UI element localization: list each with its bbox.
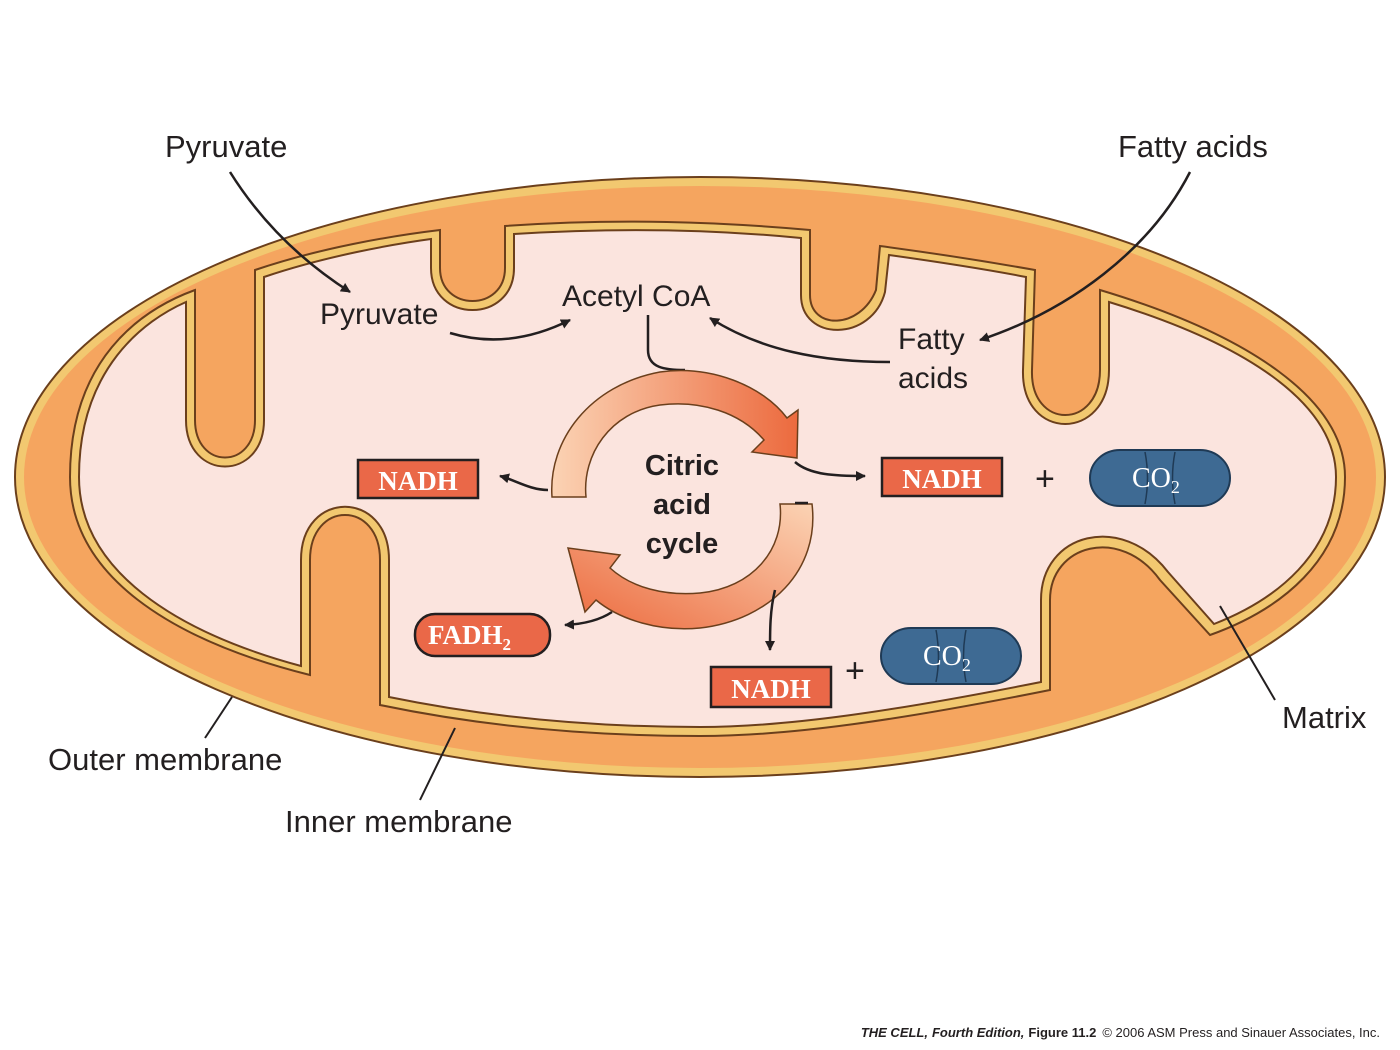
co2-right-notch — [1144, 451, 1176, 505]
nadh-left-label: NADH — [378, 466, 458, 496]
nadh-left-arrow — [499, 473, 549, 492]
fatty-acids-outside-label: Fatty acids — [1118, 129, 1268, 164]
cycle-arrow-bottom — [566, 503, 814, 630]
pyruvate-outside-label: Pyruvate — [165, 129, 287, 164]
plus-bottom: + — [845, 652, 865, 690]
fadh2: FADH2 — [413, 612, 552, 658]
fadh2-box — [413, 612, 552, 658]
fadh2-label: FADH2 — [428, 620, 511, 654]
pyruvate-entry-arrow — [228, 171, 351, 294]
nadh-right-label: NADH — [902, 464, 982, 494]
co2-bottom-blob — [880, 627, 1022, 685]
plus-right: + — [1035, 460, 1055, 498]
matrix-shape — [77, 229, 1338, 729]
fatty-acids-to-acetyl-arrow — [709, 316, 891, 364]
cycle-label-line1: Citric — [645, 450, 719, 482]
citric-acid-cycle: Citric acid cycle — [551, 369, 814, 630]
co2-bottom-notch — [935, 629, 967, 683]
cycle-arrow-top — [551, 369, 799, 498]
matrix-leader — [1219, 605, 1276, 701]
pyruvate-to-acetyl-arrow — [449, 318, 571, 341]
cycle-label-line3: cycle — [646, 528, 719, 560]
nadh-bottom-label: NADH — [731, 674, 811, 704]
fadh2-arrow — [564, 610, 613, 630]
nadh-right-box — [880, 456, 1004, 498]
mitochondrion — [14, 176, 1386, 778]
acetyl-coa-label: Acetyl CoA — [562, 280, 710, 313]
co2-bottom: CO2 — [880, 627, 1022, 685]
fatty-acids-entry-arrow — [979, 171, 1192, 342]
figure-credit: THE CELL,Fourth Edition,Figure 11.2© 200… — [861, 1025, 1380, 1040]
co2-right: CO2 — [1089, 449, 1231, 507]
inner-membrane-label: Inner membrane — [285, 804, 512, 839]
fatty-acids-inside-label-line1: Fatty — [898, 323, 965, 356]
nadh-right: NADH — [880, 456, 1004, 498]
nadh-left: NADH — [356, 458, 480, 500]
nadh-bottom-box — [709, 665, 833, 709]
nadh-bottom-arrow — [765, 589, 777, 651]
nadh-right-arrow — [794, 461, 866, 481]
nadh-left-box — [356, 458, 480, 500]
cycle-label-line2: acid — [653, 489, 711, 521]
nadh-bottom: NADH — [709, 665, 833, 709]
pyruvate-inside-label: Pyruvate — [320, 298, 438, 331]
matrix-label: Matrix — [1282, 700, 1367, 735]
fatty-acids-inside-label-line2: acids — [898, 362, 968, 395]
co2-right-blob — [1089, 449, 1231, 507]
outer-membrane-label: Outer membrane — [48, 742, 282, 777]
inner-membrane-leader — [419, 727, 456, 801]
co2-right-label: CO2 — [1132, 463, 1180, 497]
outer-membrane-leader — [204, 696, 233, 739]
co2-bottom-label: CO2 — [923, 641, 971, 675]
